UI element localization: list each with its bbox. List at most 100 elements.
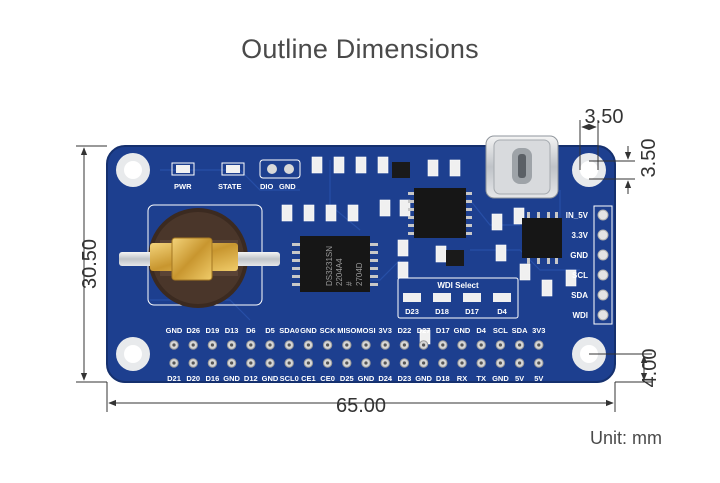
gpio-top-label: D19 xyxy=(206,326,220,335)
gpio-pin-hole xyxy=(383,361,387,365)
gpio-top-label: GND xyxy=(454,326,471,335)
gpio-pin-hole xyxy=(249,361,253,365)
gpio-pin-hole xyxy=(498,361,502,365)
gpio-pin-hole xyxy=(287,343,291,347)
gpio-pin-hole xyxy=(479,343,483,347)
gpio-pin-hole xyxy=(537,343,541,347)
gpio-bottom-label: D18 xyxy=(436,374,450,383)
gpio-pin-hole xyxy=(518,361,522,365)
gpio-pin-hole xyxy=(479,361,483,365)
gpio-bottom-label: 5V xyxy=(534,374,543,383)
gpio-pin-hole xyxy=(268,361,272,365)
mounting-hole-tl xyxy=(116,153,150,187)
gpio-pin-hole xyxy=(326,343,330,347)
gpio-bottom-label: GND xyxy=(415,374,432,383)
wdi-option-d17: D17 xyxy=(465,307,479,316)
gpio-top-label: D27 xyxy=(417,326,431,335)
side-label-wdi: WDI xyxy=(572,311,588,320)
gpio-bottom-label: D21 xyxy=(167,374,181,383)
gpio-bottom-label: GND xyxy=(262,374,279,383)
gpio-pin-hole xyxy=(364,361,368,365)
gpio-top-label: SDA xyxy=(512,326,528,335)
side-label-scl: SCL xyxy=(572,271,588,280)
gpio-pin-hole xyxy=(460,361,464,365)
gpio-pin-hole xyxy=(172,343,176,347)
gpio-bottom-label: D20 xyxy=(186,374,200,383)
gpio-top-label: SCK xyxy=(320,326,336,335)
gpio-pin-hole xyxy=(268,343,272,347)
gpio-header: GNDD21D26D20D19D16D13GNDD6D12D5GNDSDA0SC… xyxy=(166,326,546,383)
gpio-bottom-label: D16 xyxy=(206,374,220,383)
gpio-pin-hole xyxy=(210,343,214,347)
gpio-top-label: D4 xyxy=(476,326,486,335)
dim-hole-v: 3.50 xyxy=(638,139,660,178)
gpio-bottom-label: D12 xyxy=(244,374,258,383)
gpio-top-label: GND xyxy=(166,326,183,335)
gpio-pin-hole xyxy=(172,361,176,365)
pin-label-gnd: GND xyxy=(279,182,296,191)
gpio-pin-hole xyxy=(306,343,310,347)
side-label-in5v: IN_5V xyxy=(566,211,589,220)
gpio-top-label: D5 xyxy=(265,326,275,335)
battery-holder xyxy=(119,204,280,308)
gpio-top-label: 3V3 xyxy=(379,326,392,335)
gpio-pin-hole xyxy=(402,343,406,347)
gpio-pin-hole xyxy=(230,343,234,347)
gpio-pin-hole xyxy=(383,343,387,347)
gpio-top-label: MISO xyxy=(337,326,356,335)
gpio-bottom-label: GND xyxy=(358,374,375,383)
side-label-sda: SDA xyxy=(571,291,588,300)
gpio-top-label: D26 xyxy=(186,326,200,335)
gpio-pin-hole xyxy=(518,343,522,347)
mounting-hole-bl xyxy=(116,337,150,371)
gpio-bottom-label: CE0 xyxy=(320,374,335,383)
gpio-pin-hole xyxy=(498,343,502,347)
wdi-select-block: WDI Select D23 D18 D17 D4 xyxy=(397,277,519,319)
gpio-top-label: SCL xyxy=(493,326,508,335)
wdi-select-title: WDI Select xyxy=(437,281,479,290)
usb-controller-chip xyxy=(408,188,472,238)
unit-label: Unit: mm xyxy=(590,428,662,448)
gpio-bottom-label: TX xyxy=(476,374,486,383)
wdi-option-d4: D4 xyxy=(497,307,507,316)
wdi-option-d18: D18 xyxy=(435,307,449,316)
status-leds: PWR STATE DIO GND xyxy=(171,159,301,191)
side-label-gnd: GND xyxy=(570,251,588,260)
wdi-option-d23: D23 xyxy=(405,307,419,316)
gpio-top-label: SDA0 xyxy=(279,326,299,335)
gpio-bottom-label: D24 xyxy=(378,374,393,383)
chip-text-2: 2204A4 xyxy=(335,258,344,286)
gpio-pin-hole xyxy=(422,343,426,347)
gpio-bottom-label: RX xyxy=(457,374,467,383)
mounting-hole-tr xyxy=(572,153,606,187)
gpio-bottom-label: 5V xyxy=(515,374,524,383)
gpio-bottom-label: D23 xyxy=(398,374,412,383)
chip-text-3: # xyxy=(345,281,354,286)
gpio-pin-hole xyxy=(249,343,253,347)
dim-hole-h: 3.50 xyxy=(585,106,624,128)
usb-c-connector xyxy=(485,135,559,199)
gpio-pin-hole xyxy=(364,343,368,347)
gpio-pin-hole xyxy=(326,361,330,365)
gpio-top-label: 3V3 xyxy=(532,326,545,335)
passive-components xyxy=(281,156,577,345)
gpio-pin-hole xyxy=(191,343,195,347)
transistors xyxy=(392,162,464,266)
side-header: IN_5V 3.3V GND SCL SDA WDI xyxy=(566,205,613,325)
gpio-top-label: D17 xyxy=(436,326,450,335)
gpio-pin-hole xyxy=(306,361,310,365)
gpio-pin-hole xyxy=(402,361,406,365)
gpio-pin-hole xyxy=(210,361,214,365)
gpio-pin-hole xyxy=(441,361,445,365)
page-title: Outline Dimensions xyxy=(241,34,479,64)
gpio-top-label: D6 xyxy=(246,326,256,335)
gpio-pin-hole xyxy=(441,343,445,347)
gpio-pin-hole xyxy=(287,361,291,365)
chip-text-1: DS3231SN xyxy=(325,246,334,286)
dim-width: 65.00 xyxy=(336,395,386,417)
gpio-top-label: MOSI xyxy=(356,326,375,335)
gpio-top-label: D13 xyxy=(225,326,239,335)
led-label-pwr: PWR xyxy=(174,182,192,191)
rtc-chip: DS3231SN 2204A4 # 2704D xyxy=(292,236,378,292)
gpio-top-label: D22 xyxy=(398,326,412,335)
